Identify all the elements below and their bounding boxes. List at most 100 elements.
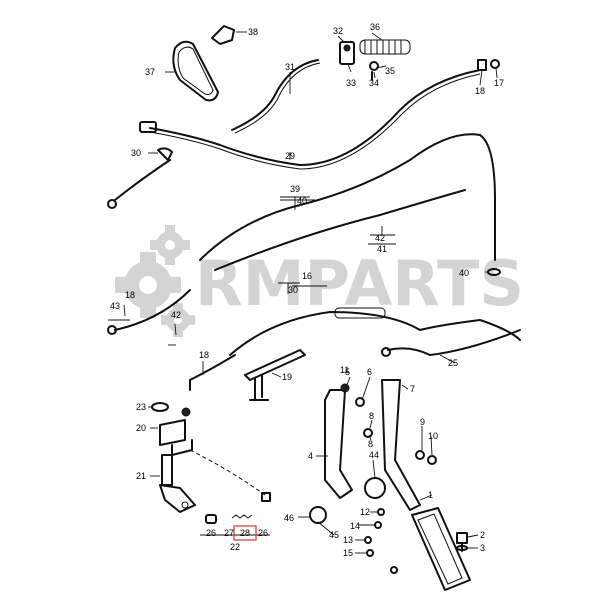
callout-7: 7 bbox=[410, 384, 415, 394]
cable-left-top bbox=[114, 159, 171, 201]
cable-42 bbox=[214, 189, 466, 271]
part-29-end bbox=[139, 121, 157, 133]
callout-35: 35 bbox=[385, 66, 395, 76]
part-14-washer bbox=[374, 521, 382, 529]
callout-12: 12 bbox=[360, 507, 370, 517]
callout-37: 37 bbox=[145, 67, 155, 77]
part-29-cable bbox=[149, 69, 481, 166]
callout-3: 3 bbox=[480, 543, 485, 553]
part-38-clip bbox=[211, 25, 235, 45]
part-44-bearing bbox=[364, 477, 386, 499]
part-10-clip bbox=[427, 455, 437, 465]
callout-28: 28 bbox=[240, 528, 250, 538]
part-40-washer bbox=[487, 268, 501, 276]
part-12-nut bbox=[377, 508, 385, 516]
callout-32: 32 bbox=[333, 26, 343, 36]
part-21-lever bbox=[159, 454, 196, 513]
callout-36: 36 bbox=[370, 22, 380, 32]
callout-31: 31 bbox=[285, 62, 295, 72]
part-2-bolt bbox=[456, 532, 468, 552]
callout-16: 16 bbox=[302, 271, 312, 281]
part-43-rod bbox=[114, 289, 191, 331]
callout-46: 46 bbox=[284, 513, 294, 523]
callout-4: 4 bbox=[308, 451, 313, 461]
callout-18-left: 18 bbox=[125, 290, 135, 300]
part-20-bracket bbox=[159, 407, 193, 456]
part-30-clip bbox=[157, 147, 173, 161]
part-16-sleeve bbox=[334, 307, 386, 319]
callout-21: 21 bbox=[136, 471, 146, 481]
callout-43: 43 bbox=[110, 301, 120, 311]
part-23-nut bbox=[151, 402, 169, 412]
callout-10: 10 bbox=[428, 431, 438, 441]
part-17-ball bbox=[490, 59, 500, 69]
callout-42-right: 42 bbox=[375, 233, 385, 243]
part-25-rod bbox=[387, 329, 521, 356]
callout-30-left: 30 bbox=[131, 148, 141, 158]
callout-8-upper: 8 bbox=[369, 411, 374, 421]
callout-40-right: 40 bbox=[459, 268, 469, 278]
part-26-end bbox=[205, 514, 217, 524]
gear-icon bbox=[150, 225, 190, 265]
part-13-pin bbox=[364, 536, 372, 544]
callout-38: 38 bbox=[248, 27, 258, 37]
part-32-bracket bbox=[339, 41, 355, 65]
callout-25: 25 bbox=[448, 358, 458, 368]
callout-18-top: 18 bbox=[475, 86, 485, 96]
callout-26-right: 26 bbox=[258, 528, 268, 538]
callout-9: 9 bbox=[420, 417, 425, 427]
part-27-spring bbox=[231, 514, 253, 519]
callout-40-upper: 40 bbox=[297, 196, 307, 206]
callout-15: 15 bbox=[343, 548, 353, 558]
callout-30-mid: 30 bbox=[288, 285, 298, 295]
gear-icon bbox=[115, 252, 181, 318]
callout-11: 11 bbox=[340, 365, 349, 375]
part-16-cable bbox=[229, 311, 521, 356]
part-26-end-right bbox=[261, 492, 271, 502]
part-31-cable bbox=[231, 59, 319, 131]
part-19-bracket bbox=[244, 349, 306, 401]
pedal-assembly bbox=[309, 379, 471, 591]
part-8-washer bbox=[363, 428, 373, 438]
callout-19: 19 bbox=[282, 372, 292, 382]
callout-27: 27 bbox=[224, 528, 234, 538]
callout-45: 45 bbox=[329, 530, 339, 540]
callout-34: 34 bbox=[369, 78, 379, 88]
callout-44: 44 bbox=[369, 450, 379, 460]
group-brackets bbox=[280, 199, 396, 287]
part-15-clip bbox=[366, 549, 374, 557]
callout-14: 14 bbox=[350, 521, 360, 531]
watermark: RMPARTS bbox=[115, 225, 524, 337]
callout-33: 33 bbox=[346, 78, 356, 88]
callout-20: 20 bbox=[136, 423, 146, 433]
callout-41: 41 bbox=[377, 244, 387, 254]
linkage-dashed bbox=[189, 449, 266, 496]
part-37-strap bbox=[172, 40, 219, 102]
callout-8-lower: 8 bbox=[368, 439, 373, 449]
callout-29: 29 bbox=[285, 151, 295, 161]
callout-17: 17 bbox=[494, 78, 504, 88]
callout-6: 6 bbox=[367, 367, 372, 377]
part-36-boot bbox=[359, 39, 411, 55]
cable-arch bbox=[199, 133, 496, 261]
callout-18-mid: 18 bbox=[199, 350, 209, 360]
part-45-bushing bbox=[309, 506, 327, 524]
callout-23: 23 bbox=[136, 402, 146, 412]
part-18-nut bbox=[477, 59, 487, 71]
gear-icon bbox=[161, 303, 195, 337]
part-9-clip bbox=[415, 450, 425, 460]
callout-22: 22 bbox=[230, 542, 240, 552]
callout-13: 13 bbox=[343, 535, 353, 545]
callout-5: 5 bbox=[345, 367, 350, 377]
callout-2: 2 bbox=[480, 530, 485, 540]
leader-lines bbox=[108, 31, 498, 554]
callout-26-left: 26 bbox=[206, 528, 216, 538]
part-6-washer bbox=[355, 397, 365, 407]
part-34-washer bbox=[369, 61, 379, 71]
callout-labels: 1 2 3 4 5 6 7 8 8 9 10 11 12 13 14 15 16… bbox=[110, 22, 504, 558]
callout-42-left: 42 bbox=[171, 310, 181, 320]
callout-39: 39 bbox=[290, 184, 300, 194]
callout-1: 1 bbox=[428, 490, 433, 500]
highlight-box-28 bbox=[233, 525, 257, 541]
